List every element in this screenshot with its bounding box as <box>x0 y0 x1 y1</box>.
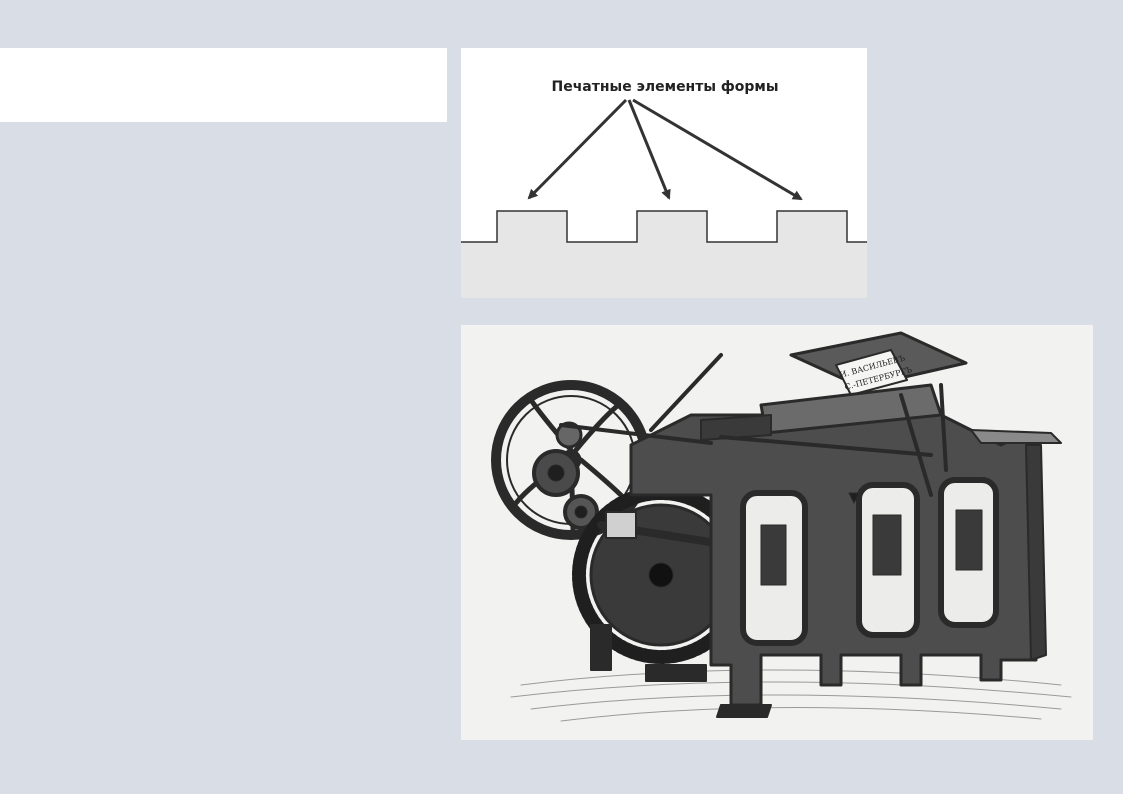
diagram-svg: Печатные элементы формы <box>461 79 867 298</box>
arrow-middle <box>627 99 671 200</box>
form-base <box>461 211 867 298</box>
gears <box>532 421 599 530</box>
form-outline <box>461 210 867 243</box>
press-frame <box>590 413 1038 718</box>
diagram-caption: Печатные элементы формы <box>551 79 778 95</box>
feeder-board <box>700 331 968 441</box>
press-svg: И. ВАСИЛЬЕВЪ С.-ПЕТЕРБУРГЪ <box>491 331 1072 722</box>
arrow-right <box>632 98 803 201</box>
title-placeholder <box>0 48 447 122</box>
arrow-left <box>527 98 628 200</box>
printing-press-illustration: И. ВАСИЛЬЕВЪ С.-ПЕТЕРБУРГЪ <box>461 325 1093 740</box>
press-rods <box>559 353 948 497</box>
delivery-table <box>970 429 1062 661</box>
printing-form-diagram: Печатные элементы формы <box>461 48 867 298</box>
floor-shadow <box>510 669 1072 722</box>
